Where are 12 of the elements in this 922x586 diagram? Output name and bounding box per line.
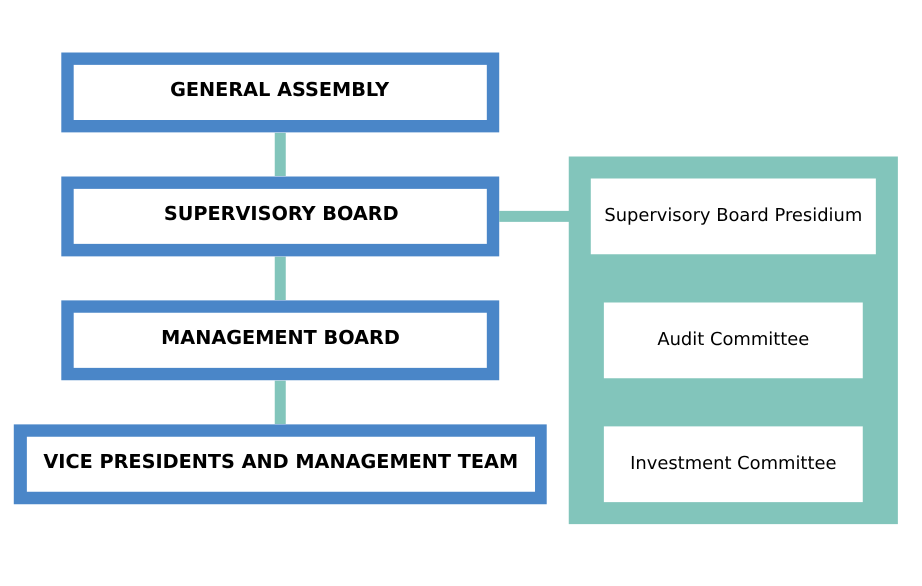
node-box: Investment Committee	[604, 426, 863, 502]
cluster	[568, 156, 898, 524]
node-box: Supervisory Board Presidium	[590, 178, 876, 254]
connector	[499, 210, 570, 222]
connector	[274, 132, 286, 176]
node-box: VICE PRESIDENTS AND MANAGEMENT TEAM	[14, 424, 547, 504]
node-box: SUPERVISORY BOARD	[61, 176, 500, 256]
node-box: MANAGEMENT BOARD	[61, 300, 500, 380]
connector	[274, 380, 286, 424]
node-box: Audit Committee	[604, 302, 863, 378]
connector	[274, 256, 286, 300]
node-box: GENERAL ASSEMBLY	[61, 52, 500, 132]
